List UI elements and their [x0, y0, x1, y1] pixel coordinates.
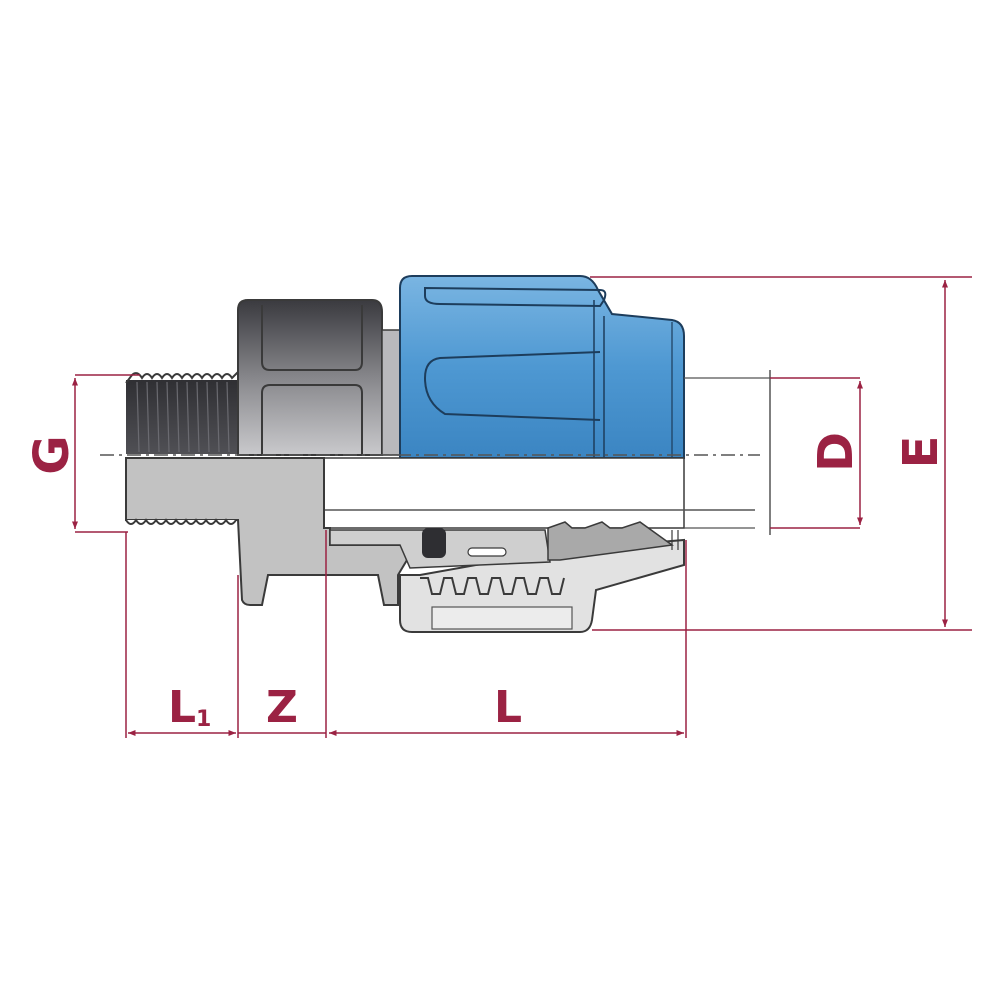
grip-ring — [547, 521, 679, 561]
body-hex — [237, 299, 401, 456]
label-z: Z — [266, 682, 298, 733]
pipe — [323, 370, 771, 535]
nut-section — [399, 538, 685, 633]
cross-section — [125, 370, 771, 633]
threaded-end — [125, 371, 239, 454]
label-g: G — [24, 435, 80, 474]
exterior-view — [125, 275, 685, 459]
dimensions — [72, 276, 972, 738]
o-ring — [422, 528, 446, 558]
label-d: D — [808, 432, 864, 472]
label-l1-subscript: 1 — [196, 707, 211, 732]
label-l: L — [494, 682, 522, 733]
label-l1: L1 — [168, 682, 211, 733]
compression-nut — [399, 275, 685, 459]
label-e: E — [893, 436, 949, 469]
